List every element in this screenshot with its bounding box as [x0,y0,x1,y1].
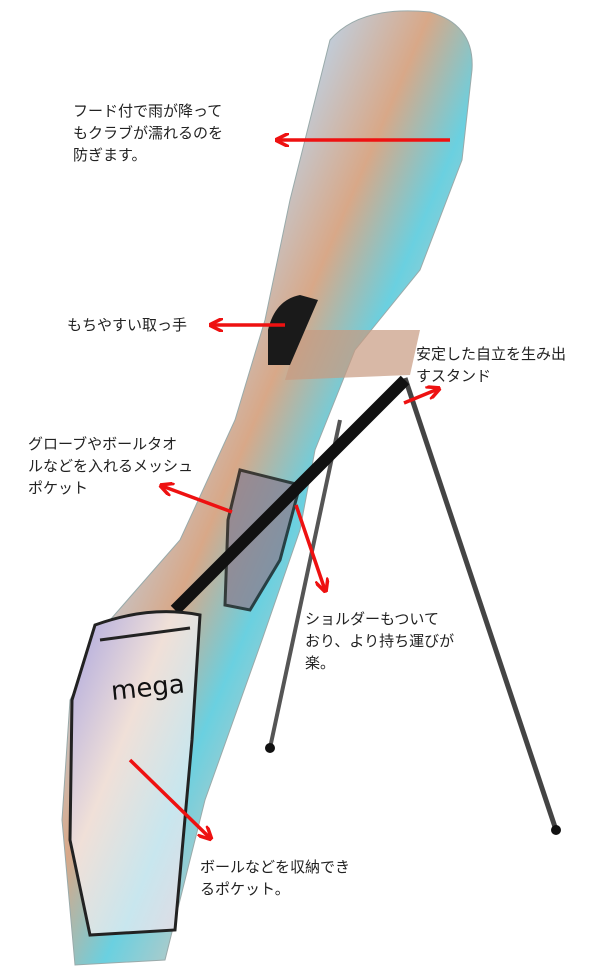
callout-line: 防ぎます。 [73,146,147,164]
callout-line: おり、より持ち運びが [305,632,455,650]
callout-line: もクラブが濡れるのを [73,124,224,142]
callout-mesh-pocket: グローブやボールタオ ルなどを入れるメッシュ ポケット [28,433,193,499]
callout-line: ポケット [28,479,89,497]
callout-hood: フード付で雨が降って もクラブが濡れるのを 防ぎます。 [73,100,223,166]
callout-line: ボールなどを収納でき [200,858,351,876]
callout-line: グローブやボールタオ [28,435,178,453]
arrow-ball-pocket [128,758,210,838]
callout-stand: 安定した自立を生み出 すスタンド [416,343,566,387]
callout-line: ルなどを入れるメッシュ [28,457,194,475]
callout-ball-pocket: ボールなどを収納でき るポケット。 [200,856,350,900]
handle [268,295,318,365]
stand-leg-left [268,419,342,749]
arrow-stand [403,389,438,405]
arrow-mesh-pocket [162,486,233,514]
callout-line: 安定した自立を生み出 [416,345,567,363]
stand-leg-right [402,377,559,831]
callout-shoulder: ショルダーもついて おり、より持ち運びが 楽。 [305,608,454,674]
callout-handle: もちやすい取っ手 [67,314,187,336]
ball-pocket [68,610,202,937]
callout-line: フード付で雨が降って [73,102,223,120]
callout-line: 楽。 [305,654,336,672]
arrow-shoulder [294,504,325,590]
callout-line: ショルダーもついて [305,610,439,628]
callout-line: もちやすい取っ手 [67,316,188,334]
callout-arrows [128,140,450,838]
shoulder-strap [170,375,410,615]
callout-line: すスタンド [416,367,492,385]
callout-line: るポケット。 [200,880,290,898]
